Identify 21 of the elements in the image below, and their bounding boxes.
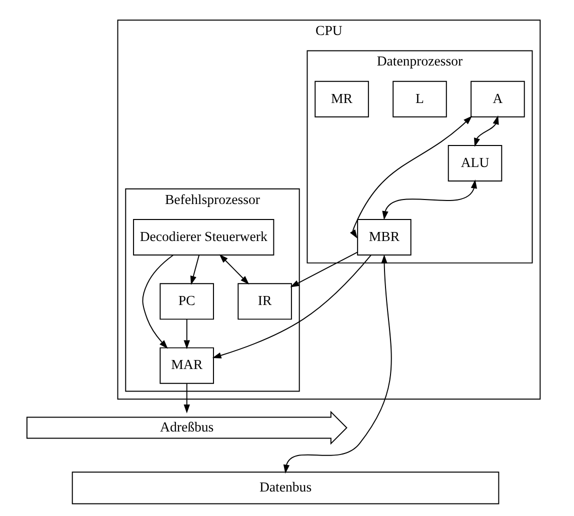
node-box: IR [237, 283, 292, 320]
arrow [349, 116, 472, 239]
arrow [474, 115, 498, 147]
arrow [183, 383, 190, 414]
node-box: Decodierer Steuerwerk [132, 219, 274, 256]
node-box: MAR [159, 347, 214, 384]
arrow [290, 252, 358, 288]
arrow [218, 254, 249, 285]
node-box: A [470, 80, 524, 118]
node-box: PC [159, 283, 214, 320]
arrow [190, 254, 200, 285]
node-box: MBR [356, 219, 411, 256]
node-box: ALU [447, 145, 502, 182]
node-box: L [392, 80, 446, 118]
arrow [382, 180, 477, 220]
arrow [282, 254, 392, 474]
arrow [142, 254, 174, 349]
arrow [183, 318, 190, 350]
node-box: Datenbus [71, 472, 499, 504]
node-box: MR [314, 80, 368, 118]
arrow [212, 254, 371, 358]
